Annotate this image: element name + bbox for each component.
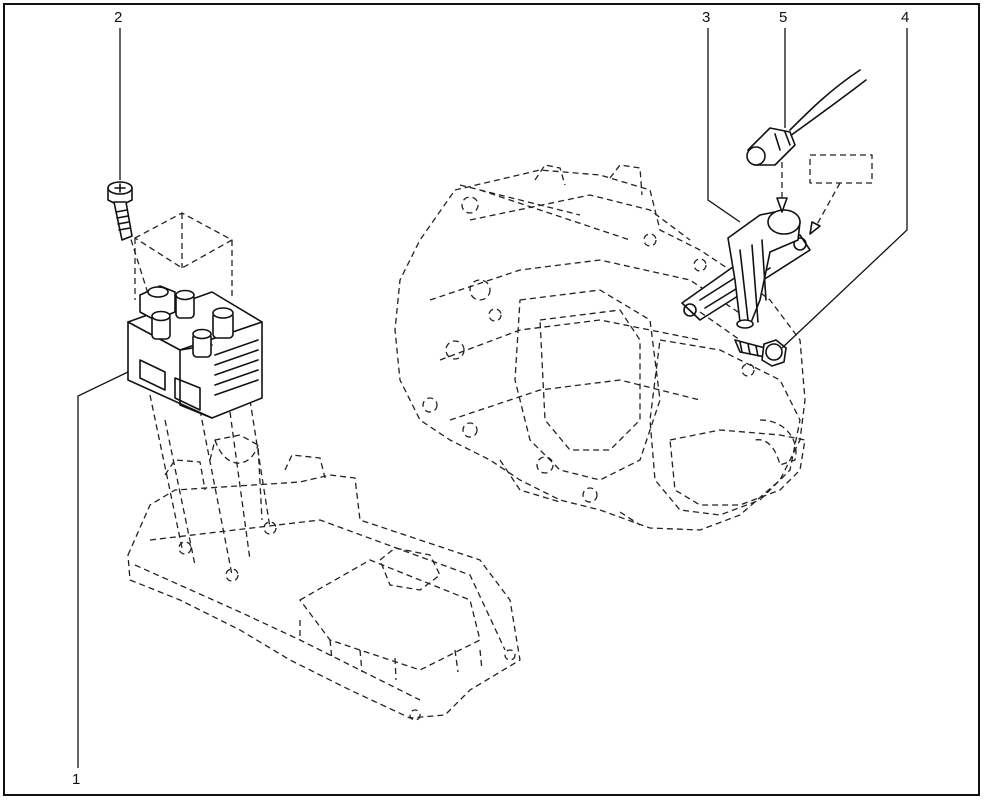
sensor-bracket-icon: [681, 209, 811, 329]
bolt-icon: [107, 181, 133, 241]
leader-lines: [77, 28, 908, 768]
callout-1: 1: [72, 771, 81, 788]
gearbox-housing: [394, 164, 806, 531]
coil-assembly-guides: [127, 212, 271, 576]
cylinder-head-cover: [127, 434, 521, 721]
callout-4: 4: [901, 9, 910, 26]
callout-3: 3: [702, 9, 711, 26]
callout-2: 2: [114, 9, 123, 26]
bolt-icon-4: [734, 339, 787, 367]
diagram-frame: [3, 3, 980, 796]
ignition-coil-icon: [127, 285, 263, 419]
callout-5: 5: [779, 9, 788, 26]
connector-icon: [746, 69, 867, 166]
assembly-arrows: [699, 154, 873, 341]
